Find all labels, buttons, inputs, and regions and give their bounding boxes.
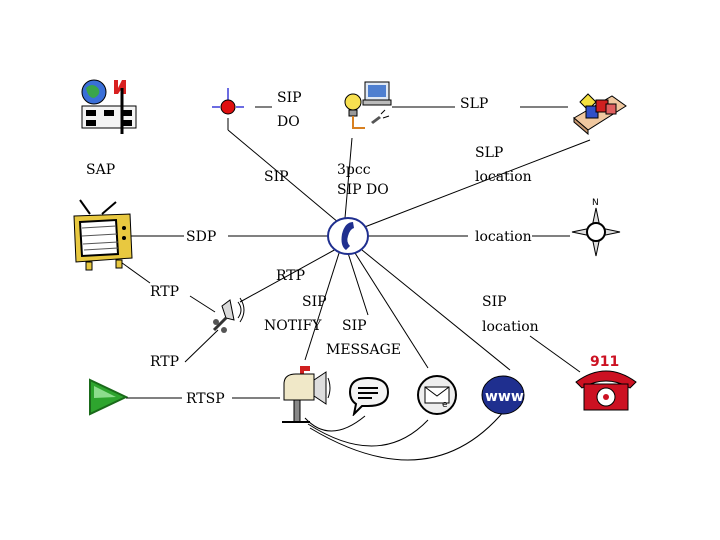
email-badge-text: e bbox=[442, 400, 448, 410]
label-3pcc-line2: SIP DO bbox=[337, 182, 389, 198]
edge-rtp-speaker bbox=[189, 295, 216, 313]
label-sip-left: SIP bbox=[264, 169, 289, 185]
svg-text:www: www bbox=[485, 389, 524, 405]
edge-hub-mailbox bbox=[304, 249, 341, 361]
label-sdp: SDP bbox=[186, 229, 217, 245]
label-sap: SAP bbox=[86, 162, 116, 178]
curve-mailbox-web bbox=[309, 409, 506, 461]
web-globe-icon: www bbox=[481, 375, 525, 415]
television-icon bbox=[73, 199, 133, 271]
label-sip-notify-line2: NOTIFY bbox=[264, 318, 322, 334]
label-location-top: location bbox=[475, 169, 532, 185]
label-sip-right: SIP bbox=[482, 294, 507, 310]
label-slp-mid: SLP bbox=[475, 145, 504, 161]
label-location-low: location bbox=[482, 319, 539, 335]
idea-computer-icon bbox=[344, 81, 392, 129]
mailbox-icon bbox=[282, 366, 331, 423]
edge-rtp-speaker-low bbox=[184, 329, 219, 363]
label-rtp-low: RTP bbox=[150, 354, 180, 370]
edge-hub-message bbox=[347, 252, 369, 316]
directory-icon bbox=[573, 93, 627, 136]
label-sip-message-line1: SIP bbox=[342, 318, 367, 334]
curve-mailbox-email bbox=[307, 419, 429, 447]
emergency-phone-icon: 911 bbox=[575, 354, 637, 411]
label-rtsp: RTSP bbox=[186, 391, 225, 407]
label-slp-top: SLP bbox=[460, 96, 489, 112]
edge-hub-web bbox=[361, 249, 511, 371]
emergency-badge-text: 911 bbox=[590, 354, 619, 370]
edge-hub-directory bbox=[361, 139, 591, 229]
edge-speaker-hub bbox=[239, 247, 339, 303]
svg-text:N: N bbox=[592, 198, 599, 208]
speaker-icon bbox=[212, 297, 245, 333]
label-3pcc-line1: 3pcc bbox=[337, 162, 371, 178]
message-bubble-icon bbox=[348, 376, 390, 416]
edge-hub-email bbox=[354, 252, 429, 369]
edge-location-911 bbox=[529, 335, 581, 373]
phone-hub-icon bbox=[327, 217, 369, 255]
label-sip-do-line1: SIP bbox=[277, 90, 302, 106]
label-sip-do-line2: DO bbox=[277, 114, 300, 130]
play-icon bbox=[89, 378, 128, 416]
label-rtp-left: RTP bbox=[150, 284, 180, 300]
network-map-icon bbox=[81, 79, 137, 134]
edge-hub-node bbox=[227, 129, 346, 229]
label-rtp-mid: RTP bbox=[276, 268, 306, 284]
red-node-icon bbox=[212, 88, 244, 115]
edge-tv-rtp bbox=[117, 259, 151, 284]
compass-icon: N bbox=[571, 198, 621, 257]
label-sip-notify-line1: SIP bbox=[302, 294, 327, 310]
email-icon: e bbox=[417, 375, 457, 415]
edge-hub-3pcc bbox=[344, 137, 353, 219]
label-sip-message-line2: MESSAGE bbox=[326, 342, 402, 358]
label-location-mid: location bbox=[475, 229, 532, 245]
